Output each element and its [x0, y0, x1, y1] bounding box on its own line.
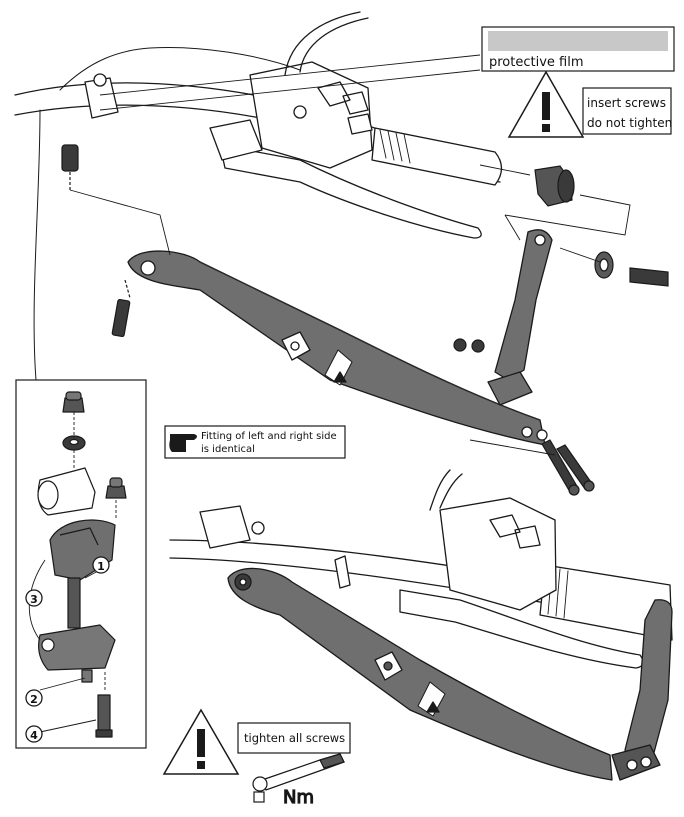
- svg-text:1: 1: [97, 560, 105, 573]
- bracket-top: [487, 229, 553, 406]
- torque-wrench-icon: Nm: [252, 753, 345, 809]
- bottom-handlebar-assembly: [169, 469, 673, 669]
- callout-3: 3: [25, 589, 43, 607]
- callout-4: 4: [25, 725, 43, 743]
- warning-icon: [542, 92, 550, 132]
- svg-text:2: 2: [30, 693, 38, 706]
- insert-screws-line-2: do not tighten: [587, 116, 672, 130]
- insert-screws-line-1: insert screws: [587, 96, 666, 110]
- fitting-note: Fitting of left and right side is identi…: [164, 425, 346, 459]
- nm-label: Nm: [283, 787, 314, 808]
- spacer-part: [61, 144, 79, 192]
- screw-parts-top: [111, 165, 669, 496]
- tighten-warning: tighten all screws: [162, 708, 351, 775]
- fitting-line-1: Fitting of left and right side: [201, 431, 337, 442]
- pointing-hand-icon: [169, 434, 197, 452]
- hand-guard-bottom: [227, 567, 673, 781]
- tighten-all-label: tighten all screws: [244, 731, 345, 745]
- svg-text:4: 4: [30, 729, 38, 742]
- warning-icon: [197, 729, 205, 769]
- top-handlebar-assembly: [14, 11, 503, 381]
- protective-film-callout: protective film: [481, 26, 675, 72]
- insert-screws-warning: insert screws do not tighten: [507, 70, 672, 138]
- guide-lines-top: [69, 54, 631, 456]
- svg-text:3: 3: [30, 593, 38, 606]
- callout-2: 2: [25, 689, 43, 707]
- callout-1: 1: [92, 556, 110, 574]
- clamp-detail-panel: 1 3 2 4: [15, 379, 147, 749]
- fitting-line-2: is identical: [201, 444, 255, 455]
- protective-film-label: protective film: [489, 55, 584, 70]
